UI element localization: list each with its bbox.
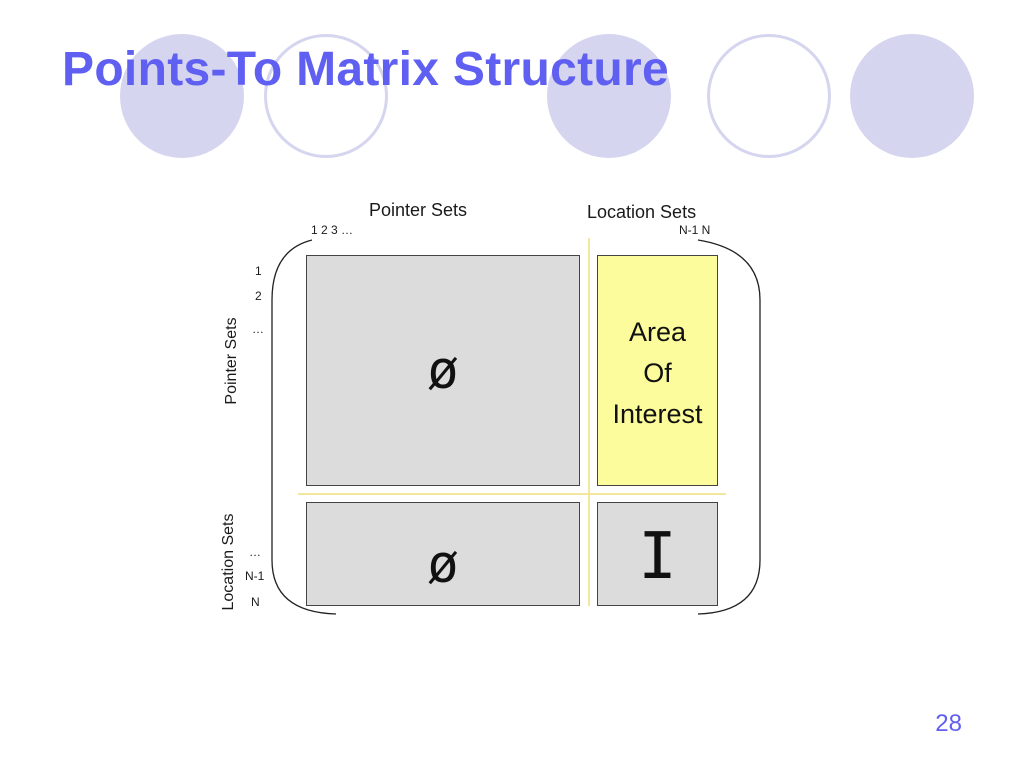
row-group-pointer-sets: Pointer Sets	[223, 317, 240, 405]
row-index-ellipsis-bottom: …	[249, 545, 261, 559]
row-index-n: N	[251, 595, 260, 609]
area-of-interest-line-2: Of	[643, 358, 672, 388]
slide-title: Points-To Matrix Structure	[62, 43, 669, 96]
area-of-interest-line-3: Interest	[612, 399, 703, 429]
page-number: 28	[935, 710, 962, 737]
column-group-pointer-sets: Pointer Sets	[369, 200, 468, 220]
decor-circle-3	[547, 34, 671, 158]
column-index-pointer-start: 1 2 3 …	[311, 223, 354, 237]
decor-circle-2	[264, 34, 388, 158]
decor-circle-5	[850, 34, 974, 158]
horizontal-divider	[298, 493, 726, 495]
vertical-divider	[588, 238, 590, 606]
row-index-ellipsis-top: …	[252, 322, 264, 336]
cell-pointer-pointer: ø	[306, 255, 580, 486]
right-bracket	[697, 239, 761, 615]
row-group-location-sets: Location Sets	[220, 513, 237, 611]
left-bracket	[271, 239, 337, 615]
row-index-1: 1	[255, 264, 262, 278]
cell-pointer-location: Area Of Interest	[597, 255, 718, 486]
area-of-interest-text: Area Of Interest	[598, 312, 717, 435]
empty-set-symbol-bottom: ø	[427, 535, 459, 595]
column-group-location-sets: Location Sets	[587, 202, 697, 222]
decor-circle-4	[707, 34, 831, 158]
column-index-location-end: N-1 N	[679, 223, 711, 237]
empty-set-symbol: ø	[427, 341, 459, 401]
identity-symbol: I	[638, 520, 677, 594]
decor-circle-1	[120, 34, 244, 158]
area-of-interest-line-1: Area	[628, 317, 687, 347]
row-index-n-minus-1: N-1	[245, 569, 265, 583]
cell-location-location: I	[597, 502, 718, 606]
cell-location-pointer: ø	[306, 502, 580, 606]
row-index-2: 2	[255, 289, 262, 303]
